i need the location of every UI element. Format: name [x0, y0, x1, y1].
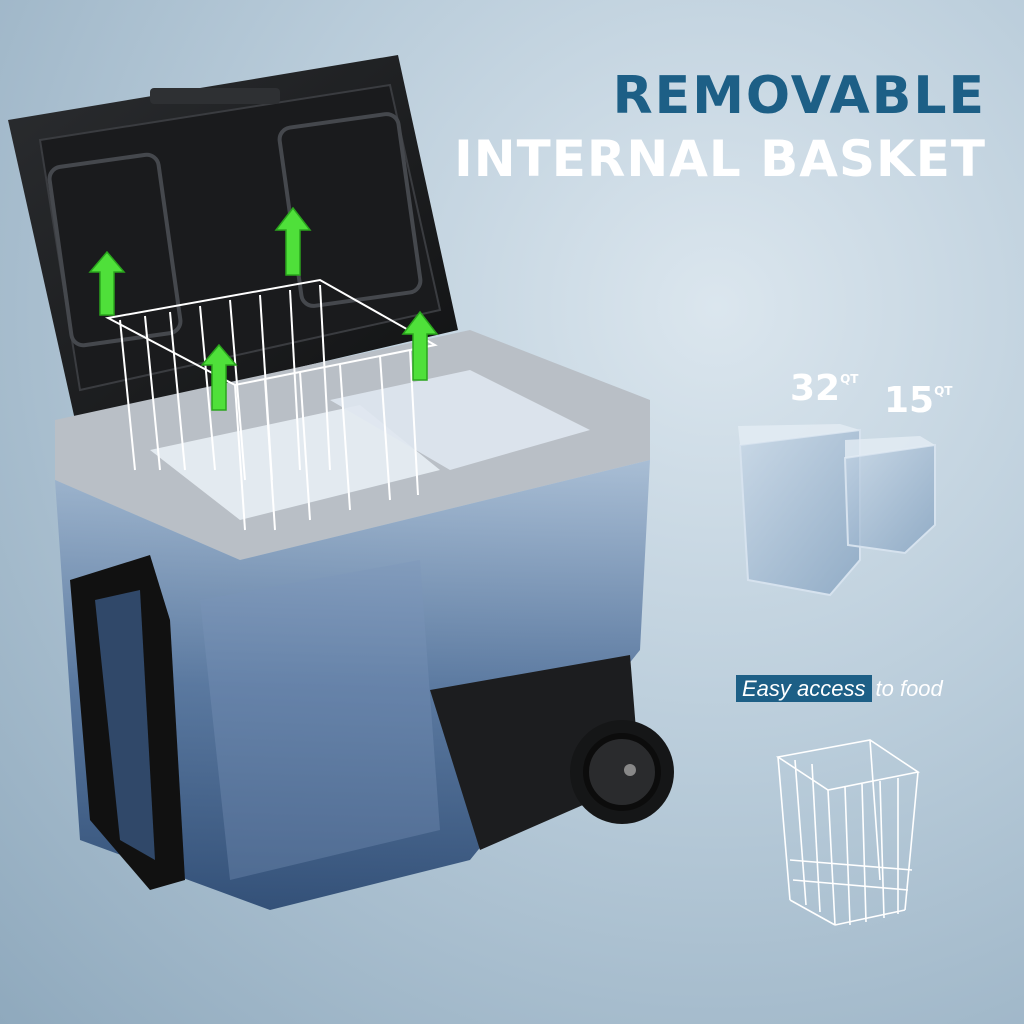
capacity-number: 15 — [884, 380, 935, 421]
capacity-unit: QT — [934, 384, 953, 398]
capacity-32: 32QT — [790, 368, 859, 409]
headline-line1: REMOVABLE — [612, 66, 986, 126]
wire-basket-in-cooler — [104, 278, 438, 531]
arrow-icon — [401, 310, 439, 381]
arrow-icon — [274, 206, 312, 276]
access-rest: to food — [875, 676, 943, 701]
arrow-icon — [88, 250, 126, 316]
arrow-icon — [200, 343, 238, 411]
capacity-15: 15QT — [884, 380, 953, 421]
access-highlight: Easy access — [736, 675, 872, 702]
wire-basket-separate — [775, 739, 921, 926]
headline-line2: INTERNAL BASKET — [454, 130, 986, 188]
telescopic-handle — [70, 555, 185, 890]
capacity-unit: QT — [840, 372, 859, 386]
lift-arrows — [88, 206, 439, 411]
capacity-number: 32 — [790, 368, 841, 409]
liner-15qt — [843, 436, 936, 555]
liner-32qt — [738, 424, 861, 597]
cooler-wheel — [570, 720, 674, 824]
